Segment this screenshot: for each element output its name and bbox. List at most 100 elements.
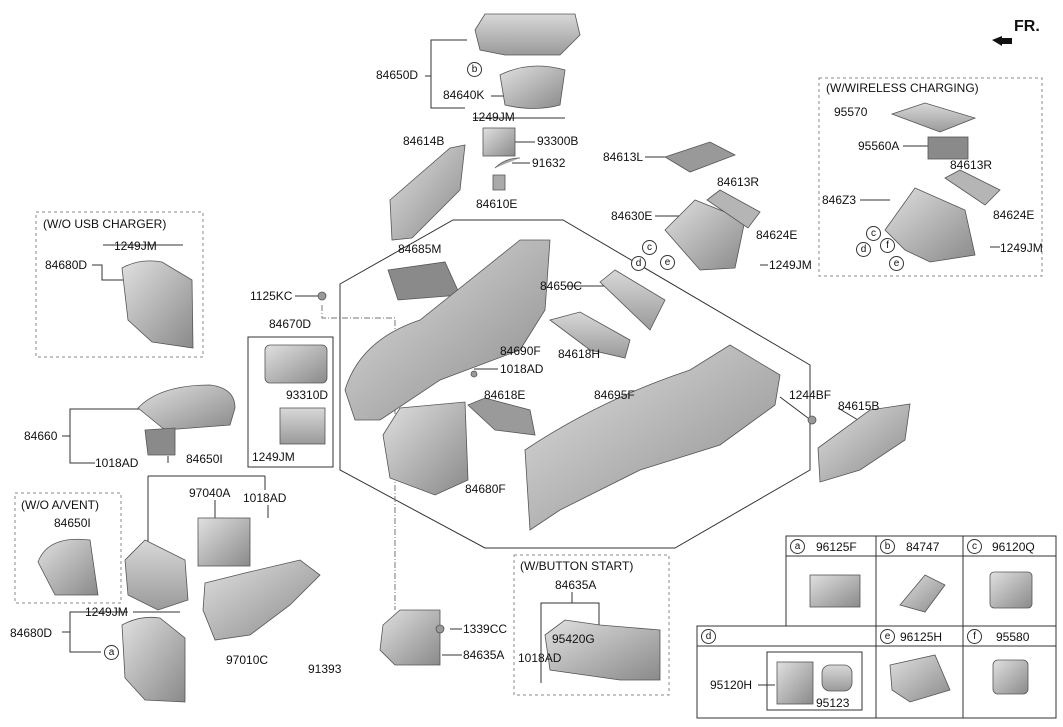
group-a-vent: (W/O A/VENT) — [21, 498, 99, 512]
console-assembly-outline — [339, 219, 811, 549]
part-93310D — [264, 344, 328, 384]
part-84695F-panel — [524, 344, 781, 531]
part-84613R-bracket — [706, 189, 761, 229]
part-97040A-vent — [197, 517, 251, 567]
front-arrow-icon — [992, 36, 1012, 46]
legend-f-part-image — [992, 659, 1029, 695]
part-84618E — [467, 397, 536, 436]
group-button-start: (W/BUTTON START) — [520, 559, 634, 573]
label-84635A-bs: 84635A — [555, 578, 597, 592]
label-84610E: 84610E — [476, 197, 518, 211]
front-direction-label: FR. — [1014, 18, 1040, 35]
label-84624E: 84624E — [756, 228, 798, 242]
part-84650C — [599, 269, 666, 331]
label-84630E: 84630E — [611, 209, 653, 223]
label-84660: 84660 — [24, 429, 58, 443]
label-84680D-bottom: 84680D — [10, 626, 53, 640]
part-84613L-pad — [664, 141, 736, 173]
label-84650C: 84650C — [540, 279, 583, 293]
label-84690F: 84690F — [500, 344, 541, 358]
label-84615B: 84615B — [838, 399, 880, 413]
label-91393: 91393 — [308, 662, 342, 676]
label-1018AD-left: 1018AD — [95, 456, 139, 470]
label-1249JM-usb: 1249JM — [114, 239, 157, 253]
part-84615B-panel — [817, 403, 911, 483]
part-84650I-alt — [37, 538, 99, 596]
legend-b-part: 84747 — [906, 540, 940, 554]
legend-d-letter: d — [701, 629, 716, 644]
legend-a-letter: a — [790, 539, 805, 554]
legend-d1-part-image — [776, 661, 814, 705]
bolt-1339CC — [435, 624, 445, 634]
label-84613R-w: 84613R — [950, 158, 993, 172]
group-usb-charger: (W/O USB CHARGER) — [43, 217, 167, 231]
label-84618E: 84618E — [484, 388, 526, 402]
callout-e-w: e — [889, 256, 904, 271]
legend-table — [696, 535, 1057, 719]
label-84618H: 84618H — [558, 347, 601, 361]
label-95570: 95570 — [834, 105, 868, 119]
legend-e-letter: e — [880, 629, 895, 644]
label-97040A: 97040A — [189, 486, 231, 500]
part-84614B-panel — [389, 144, 466, 241]
legend-d2-part-image — [821, 664, 853, 692]
legend-b-letter: b — [880, 539, 895, 554]
part-84613R-w-bracket — [944, 169, 1001, 206]
bolt-1244BF — [807, 415, 817, 425]
label-84695F: 84695F — [594, 388, 635, 402]
callout-c-w: c — [866, 226, 881, 241]
label-1018AD-bs: 1018AD — [518, 651, 562, 665]
label-1249JM-mid: 1249JM — [769, 258, 812, 272]
legend-a-part-image — [809, 574, 861, 608]
callout-e: e — [660, 255, 675, 270]
label-95420G: 95420G — [552, 632, 595, 646]
legend-d-sub1: 95120H — [710, 678, 753, 692]
label-84613L: 84613L — [603, 150, 644, 164]
legend-d-sub2: 95123 — [816, 696, 850, 710]
callout-a: a — [104, 645, 119, 660]
part-84635A-bracket — [379, 609, 441, 666]
label-84613R: 84613R — [717, 175, 760, 189]
label-84640K: 84640K — [443, 88, 485, 102]
label-1018AD-vent: 1018AD — [243, 491, 287, 505]
label-84614B: 84614B — [403, 134, 445, 148]
part-84630E-tray — [664, 199, 746, 271]
label-93300B: 93300B — [537, 134, 579, 148]
part-91632-wire — [492, 157, 521, 191]
callout-f-w: f — [880, 238, 895, 253]
part-84660-armrest — [137, 384, 236, 431]
label-846Z3: 846Z3 — [822, 193, 857, 207]
part-84670D-lower — [279, 407, 326, 445]
label-84650I-alt: 84650I — [54, 516, 91, 530]
part-846Z3-tray — [884, 187, 976, 263]
label-84685M: 84685M — [398, 242, 442, 256]
legend-f-letter: f — [967, 629, 982, 644]
part-84635A-bs-bracket — [544, 619, 661, 681]
part-95560A — [927, 136, 969, 160]
label-84680D-usb: 84680D — [45, 258, 88, 272]
part-84650I-bezel — [124, 539, 189, 611]
84670d-box — [247, 336, 334, 468]
part-84690F-body — [344, 239, 551, 421]
label-1249JM-top: 1249JM — [472, 110, 515, 124]
callout-d: d — [631, 256, 646, 271]
button-start-box — [513, 554, 670, 696]
callout-d-w: d — [856, 242, 871, 257]
label-91632: 91632 — [532, 156, 566, 170]
label-84670D: 84670D — [269, 317, 312, 331]
legend-c-part-image — [989, 571, 1033, 609]
label-84680F: 84680F — [465, 482, 506, 496]
legend-a-part: 96125F — [816, 540, 857, 554]
label-1339CC: 1339CC — [463, 622, 508, 636]
legend-e-part: 96125H — [900, 630, 943, 644]
part-84660-bracket — [144, 427, 176, 456]
part-84618H — [549, 311, 631, 359]
part-95570 — [890, 102, 977, 133]
label-84650I: 84650I — [186, 452, 223, 466]
legend-e-part-image — [889, 654, 951, 703]
part-84680D-cover-usb — [121, 260, 194, 349]
label-1249JM-left: 1249JM — [252, 450, 295, 464]
label-84635A: 84635A — [463, 648, 505, 662]
legend-b-part-image — [899, 574, 946, 613]
